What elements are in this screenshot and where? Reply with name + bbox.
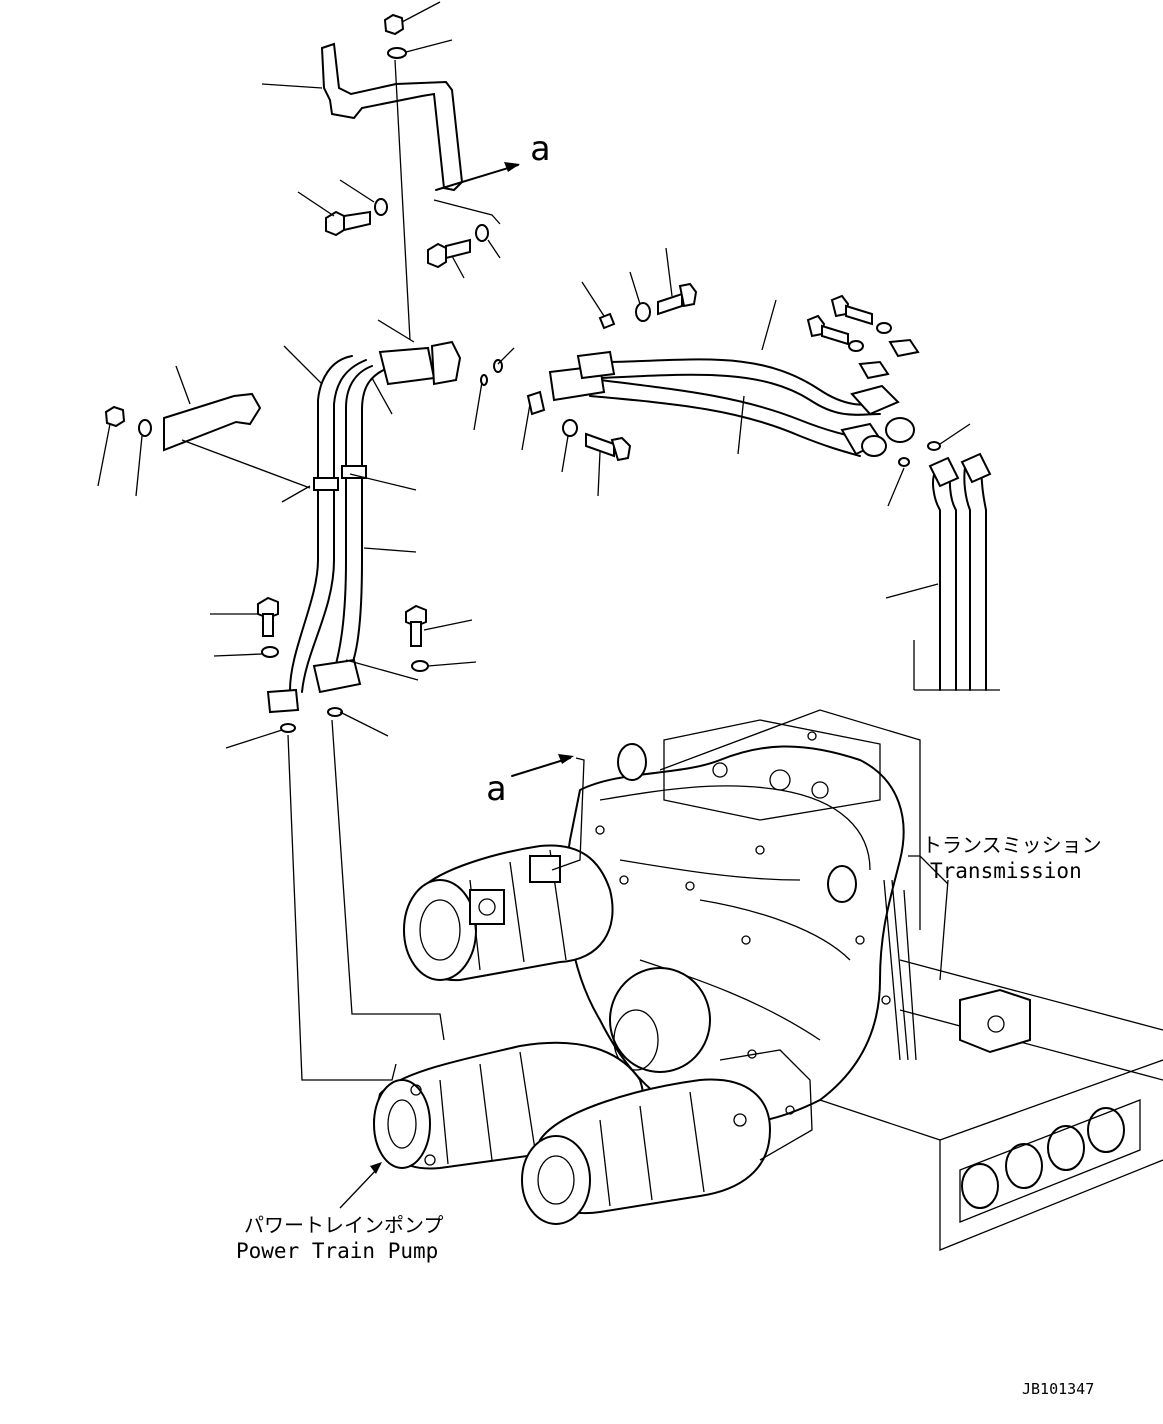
- transmission-label-en: Transmission: [930, 859, 1082, 883]
- pump-label-en: Power Train Pump: [236, 1239, 438, 1263]
- transmission-leader: [908, 855, 949, 885]
- pump-label-jp: パワートレインポンプ: [244, 1213, 443, 1237]
- tube-clamp-1: [313, 477, 339, 491]
- tube-flange-bottom-right: [312, 658, 362, 694]
- hose-clip-top: [598, 312, 616, 330]
- washer-lower-left: [261, 646, 279, 658]
- main-pump-group: [521, 1049, 813, 1225]
- lifting-eye-1: [617, 743, 647, 781]
- bolt-hose-bottom: [585, 432, 632, 462]
- upper-pump-group: [402, 844, 614, 982]
- bolt-left: [325, 210, 371, 237]
- tube-flange-top: [378, 346, 436, 386]
- pipe-elbow-2: [960, 452, 992, 484]
- nut-left: [104, 405, 126, 428]
- flange-bolts: [806, 294, 920, 380]
- bolt-lower-left: [257, 596, 279, 637]
- washer-side: [138, 419, 152, 437]
- washer-right: [475, 224, 489, 242]
- o-ring-hose: [493, 359, 503, 373]
- tube-flange-bottom-left: [266, 688, 300, 714]
- arrow-right-icon: [504, 162, 520, 172]
- pump-leader: [339, 1167, 379, 1209]
- washer-top: [387, 47, 407, 59]
- washer-hose-top: [635, 302, 651, 322]
- leader-lines: [97, 1, 971, 749]
- pipe-elbow-1: [928, 456, 960, 488]
- hose-fitting-right-1: [850, 384, 900, 416]
- housing-bolts: [595, 731, 891, 1115]
- bolt-lower-right: [405, 604, 427, 647]
- view-marker-top: a: [530, 129, 550, 169]
- tube-assembly: [104, 340, 462, 1081]
- nut-top: [383, 13, 405, 36]
- upper-bracket-assembly: a: [320, 13, 550, 341]
- bolt-hose-top: [657, 282, 698, 316]
- arrow-right-icon-2: [558, 754, 574, 764]
- transmission-unit: [565, 709, 1163, 1251]
- drawing-code: JB101347: [1022, 1380, 1094, 1398]
- o-ring-left: [280, 723, 296, 733]
- o-ring-far: [927, 441, 941, 451]
- view-arrow-bottom: a: [486, 754, 585, 871]
- side-bracket: [163, 392, 262, 452]
- side-ports: [959, 1099, 1141, 1223]
- washer-lower-right: [411, 660, 429, 672]
- leader-arrow-icon: [370, 1162, 382, 1174]
- hose-clip-bottom: [526, 390, 546, 416]
- bolt-right: [427, 238, 471, 269]
- hose-assembly: [480, 282, 1000, 691]
- transmission-label-jp: トランスミッション: [922, 833, 1102, 857]
- washer-left: [374, 198, 388, 216]
- tube-clamp-2: [341, 465, 367, 479]
- mounting-bracket: [320, 42, 464, 192]
- o-ring-right: [327, 707, 343, 717]
- lifting-eye-2: [827, 865, 857, 903]
- washer-hose-bottom: [562, 419, 578, 437]
- view-marker-bottom: a: [486, 769, 506, 809]
- flywheel-housing: [609, 967, 711, 1073]
